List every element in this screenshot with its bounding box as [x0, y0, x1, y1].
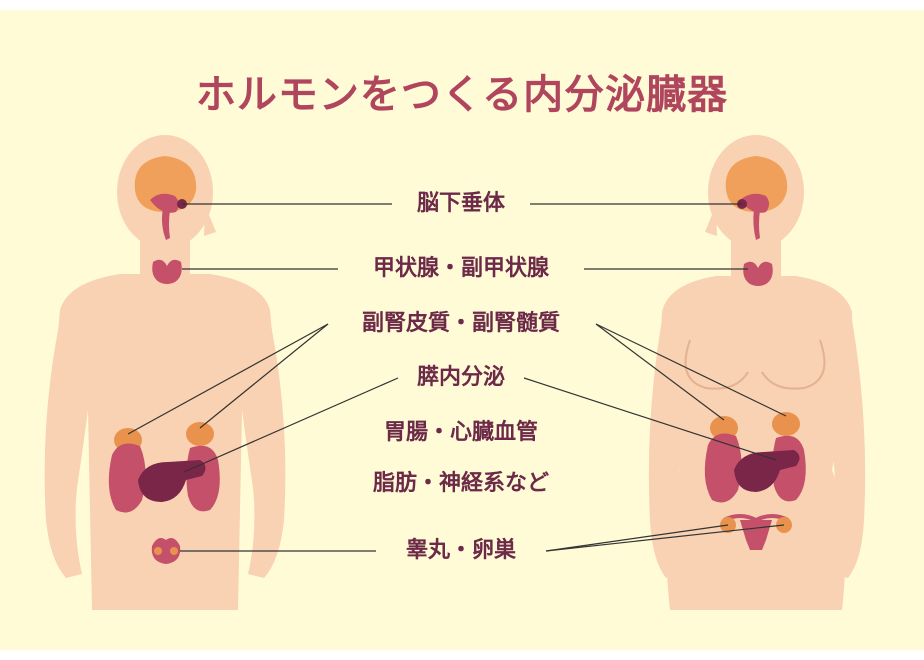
female-breasts	[684, 339, 826, 390]
label-gonads: 睾丸・卵巣	[405, 538, 516, 563]
female-pancreas	[734, 450, 800, 492]
male-figure	[44, 135, 286, 610]
label-gut-heart: 胃腸・心臓血管	[383, 420, 538, 445]
female-thyroid	[743, 261, 773, 286]
male-brain	[134, 156, 197, 240]
leader-lines	[127, 203, 787, 552]
female-figure	[648, 135, 866, 610]
page-title: ホルモンをつくる内分泌臓器	[195, 72, 729, 118]
label-pituitary: 脳下垂体	[416, 191, 505, 216]
label-thyroid: 甲状腺・副甲状腺	[372, 256, 549, 281]
male-testes	[151, 538, 181, 564]
label-fat-nerve: 脂肪・神経系など	[372, 471, 549, 496]
male-adrenal-kidneys	[108, 422, 220, 513]
male-thyroid	[152, 259, 182, 284]
female-brain	[725, 156, 788, 240]
label-adrenal: 副腎皮質・副腎髄質	[361, 311, 560, 336]
label-pancreas: 膵内分泌	[416, 365, 505, 390]
